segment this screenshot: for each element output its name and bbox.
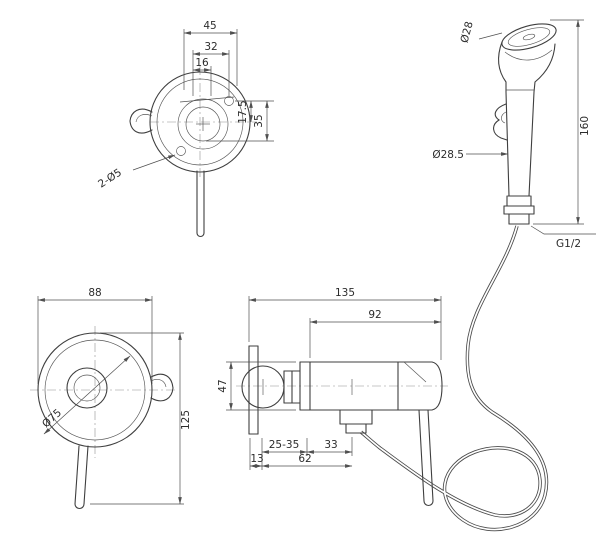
- dim-label-45: 45: [203, 20, 216, 32]
- dim-label-160: 160: [579, 116, 591, 136]
- sprayer-clip-hook: [493, 103, 508, 141]
- view-sprayer: Ø28 160 Ø28.5 G1/2: [432, 19, 596, 250]
- dim-label-thread: G1/2: [556, 238, 581, 250]
- dim-label-88: 88: [88, 287, 101, 299]
- dim-label-33: 33: [324, 439, 337, 451]
- dim-label-wall-range: 25-35: [269, 439, 300, 451]
- mount-hole-top: [224, 96, 234, 106]
- dim-label-35: 35: [253, 114, 265, 127]
- valve-stem-circle: [66, 367, 108, 409]
- dim-label-125: 125: [180, 410, 192, 430]
- view-valve-side: 135 92 47 25-35 33 13 62: [217, 287, 448, 507]
- mount-hole-bottom: [176, 146, 186, 156]
- view-escutcheon-front: 88 Ø75 125: [30, 287, 192, 510]
- holder-clip: [150, 373, 174, 402]
- bracket-clip: [129, 108, 153, 134]
- dim-label-32: 32: [204, 41, 217, 53]
- sprayer-face: [501, 23, 557, 51]
- dim-label-135: 135: [335, 287, 355, 299]
- sprayer-handle: [505, 91, 510, 197]
- dim-label-holes: 2-Ø5: [96, 167, 124, 191]
- dim-label-13: 13: [250, 453, 263, 465]
- view-bracket-front: 45 32 16 17.5 35 2-Ø5: [96, 20, 274, 238]
- dim-label-62: 62: [298, 453, 311, 465]
- dim-label-head-diameter: Ø28: [459, 20, 476, 44]
- escutcheon-outer-circle: [37, 332, 153, 448]
- dim-label-handle-diameter: Ø28.5: [432, 149, 464, 161]
- dim-label-92: 92: [368, 309, 381, 321]
- dim-label-16: 16: [195, 57, 209, 69]
- hose: [359, 225, 549, 532]
- dim-label-47: 47: [217, 379, 229, 392]
- dim-label-17-5: 17.5: [237, 100, 249, 123]
